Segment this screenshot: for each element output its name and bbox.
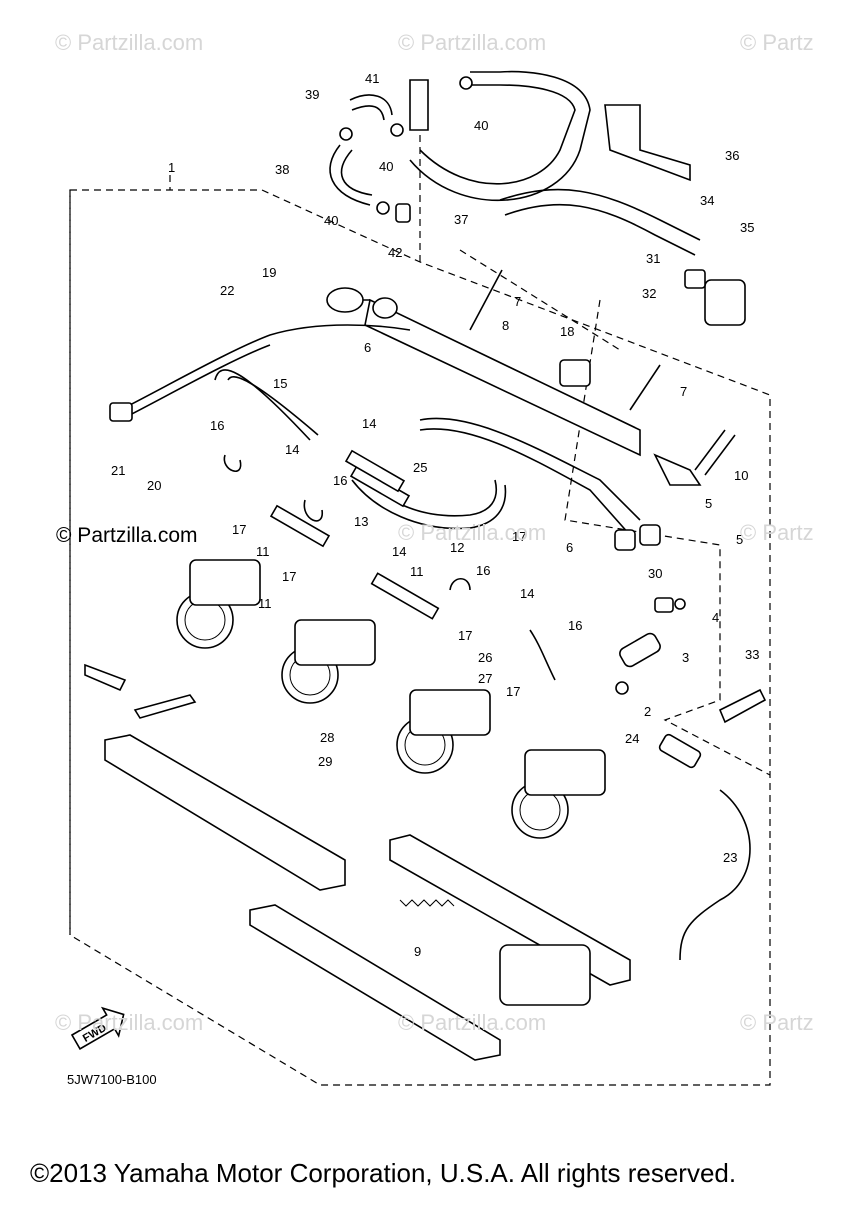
callout-label-11: 11 [410, 564, 424, 579]
callout-labels: 1234556677891011111112131414141415161616… [111, 71, 759, 959]
bracket-36 [604, 104, 691, 182]
throttle-body-2 [281, 619, 376, 704]
bracket-33 [718, 688, 767, 724]
hose-38 [329, 144, 371, 206]
callout-label-13: 13 [354, 514, 368, 529]
throttle-body-3 [396, 689, 491, 774]
callout-label-38: 38 [275, 162, 289, 177]
callout-label-40: 40 [324, 213, 338, 228]
callout-label-17: 17 [506, 684, 520, 699]
callout-label-14: 14 [392, 544, 406, 559]
callout-label-35: 35 [740, 220, 754, 235]
sensor-35 [704, 279, 746, 326]
callout-label-21: 21 [111, 463, 125, 478]
callout-label-17: 17 [232, 522, 246, 537]
callout-label-7: 7 [514, 294, 521, 309]
callout-label-16: 16 [568, 618, 582, 633]
callout-label-20: 20 [147, 478, 161, 493]
watermark: © Partzilla.com [398, 520, 547, 545]
callout-label-6: 6 [566, 540, 573, 555]
clamp-42 [395, 203, 411, 223]
callout-label-17: 17 [282, 569, 296, 584]
callout-label-26: 26 [478, 650, 492, 665]
spring-9 [399, 899, 455, 907]
callout-label-28: 28 [320, 730, 334, 745]
watermark: © Partzilla.com [55, 1010, 204, 1035]
watermark: © Partzilla.com [398, 30, 547, 55]
callout-label-17: 17 [512, 529, 526, 544]
callout-label-17: 17 [458, 628, 472, 643]
fuel-rail-8 [364, 298, 641, 457]
callout-label-32: 32 [642, 286, 656, 301]
hose-11 [269, 504, 331, 548]
callout-label-4: 4 [712, 610, 719, 625]
watermark: © Partzilla.com [398, 1010, 547, 1035]
watermark: © Partz [740, 1010, 814, 1035]
callout-label-14: 14 [362, 416, 376, 431]
copyright-notice: ©2013 Yamaha Motor Corporation, U.S.A. A… [30, 1158, 737, 1188]
callout-label-36: 36 [725, 148, 739, 163]
callout-label-15: 15 [273, 376, 287, 391]
sensor-assembly [499, 944, 591, 1006]
diagram-code: 5JW7100-B100 [67, 1072, 157, 1087]
callout-label-30: 30 [648, 566, 662, 581]
sensor-18 [559, 359, 591, 387]
throttle-body-1 [176, 559, 261, 649]
callout-label-14: 14 [285, 442, 299, 457]
callout-label-5: 5 [736, 532, 743, 547]
fitting-41 [409, 79, 429, 131]
assembly-boundary [69, 189, 771, 1086]
throttle-body-4 [511, 749, 606, 839]
mounting-plate-lower [249, 904, 501, 1061]
callout-label-40: 40 [474, 118, 488, 133]
callout-label-14: 14 [520, 586, 534, 601]
hose-37 [419, 84, 576, 185]
fitting-10 [653, 453, 702, 486]
callout-label-6: 6 [364, 340, 371, 355]
callout-label-11: 11 [258, 596, 272, 611]
injector-3 [619, 632, 661, 668]
callout-label-2: 2 [644, 704, 651, 719]
hose-15 [214, 369, 311, 441]
callout-label-18: 18 [560, 324, 574, 339]
callout-label-31: 31 [646, 251, 660, 266]
watermark: © Partzilla.com [56, 524, 198, 547]
callout-label-16: 16 [333, 473, 347, 488]
watermark: © Partzilla.com [55, 30, 204, 55]
callout-label-11: 11 [256, 544, 270, 559]
callout-label-42: 42 [388, 245, 402, 260]
pressure-regulator-19 [326, 287, 364, 313]
callout-label-37: 37 [454, 212, 468, 227]
hose-39 [349, 94, 393, 116]
callout-label-41: 41 [365, 71, 379, 86]
callout-label-16: 16 [476, 563, 490, 578]
callout-label-1: 1 [168, 160, 175, 175]
callout-label-5: 5 [705, 496, 712, 511]
cable-23 [679, 789, 751, 961]
callout-label-33: 33 [745, 647, 759, 662]
callout-label-34: 34 [700, 193, 714, 208]
watermark: © Partz [740, 520, 814, 545]
callout-label-23: 23 [723, 850, 737, 865]
mounting-plate-left [104, 734, 346, 891]
callout-label-3: 3 [682, 650, 689, 665]
cable-22 [119, 324, 411, 411]
callout-label-29: 29 [318, 754, 332, 769]
callout-label-19: 19 [262, 265, 276, 280]
callout-label-12: 12 [450, 540, 464, 555]
callout-label-39: 39 [305, 87, 319, 102]
callout-label-8: 8 [502, 318, 509, 333]
callout-label-7: 7 [680, 384, 687, 399]
callout-label-9: 9 [414, 944, 421, 959]
callout-label-27: 27 [478, 671, 492, 686]
callout-label-25: 25 [413, 460, 427, 475]
callout-label-22: 22 [220, 283, 234, 298]
callout-label-40: 40 [379, 159, 393, 174]
callout-label-16: 16 [210, 418, 224, 433]
watermark: © Partz [740, 30, 814, 55]
callout-label-10: 10 [734, 468, 748, 483]
callout-label-24: 24 [625, 731, 639, 746]
